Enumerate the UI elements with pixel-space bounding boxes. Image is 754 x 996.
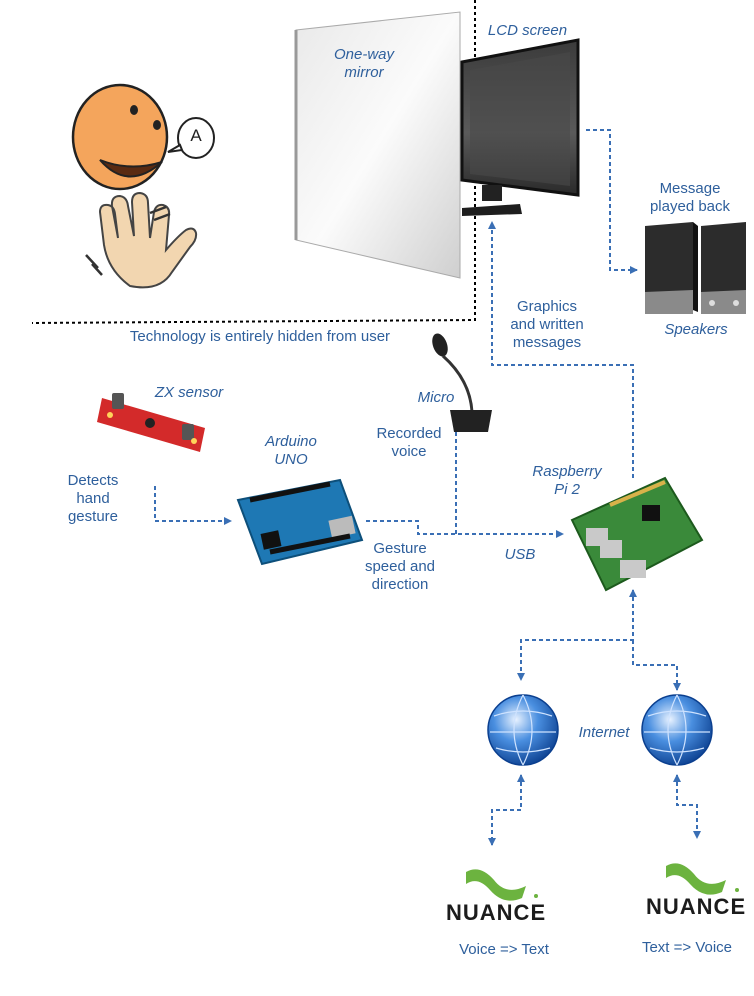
face-illustration [71,83,169,191]
connector-internet-nuance-left [488,774,525,846]
connector-internet-nuance-right [673,774,701,839]
mirror-illustration [294,11,461,279]
detects-gesture-label: Detects hand gesture [62,472,124,526]
text-to-voice-label: Text => Voice [641,939,733,956]
micro-label: Micro [417,389,455,406]
raspberry-pi-illustration [570,476,704,592]
microphone-illustration [432,333,492,432]
connector-pi-internet-right [632,640,681,691]
hidden-technology-label: Technology is entirely hidden from user [129,328,391,345]
internet-label: Internet [578,724,630,741]
gesture-speed-label: Gesture speed and direction [360,540,440,594]
gesture-label-line-3: direction [371,576,429,593]
detects-label-line-1: Detects [67,472,119,489]
graphics-label-line-2: and written [510,316,584,333]
recorded-label-line-2: voice [391,443,427,460]
usb-label: USB [504,546,536,563]
zx-sensor-illustration [97,393,205,452]
speech-bubble-illustration [167,117,215,159]
speakers-label: Speakers [664,321,728,338]
arduino-illustration [236,478,364,566]
hidden-boundary-line [31,0,476,324]
recorded-voice-label: Recorded voice [371,425,447,461]
nuance-right-logo-mark [666,863,739,895]
mirror-label-line-2: mirror [344,64,384,81]
graphics-messages-label: Graphics and written messages [505,298,589,352]
detects-label-line-2: hand [76,490,110,507]
raspberry-label-line-2: Pi 2 [554,481,580,498]
connector-pi-lcd [488,221,634,478]
graphics-label-line-1: Graphics [516,298,578,315]
lcd-monitor-illustration [460,38,580,216]
voice-to-text-label: Voice => Text [459,941,549,958]
mirror-label-line-1: One-way [334,46,395,63]
graphics-label-line-3: messages [512,334,582,351]
message-label-line-1: Message [659,180,721,197]
raspberry-pi-label: Raspberry Pi 2 [526,463,608,499]
waving-hand-illustration [85,191,198,289]
zx-sensor-label: ZX sensor [154,384,224,401]
connector-arduino-pi [366,520,564,538]
globe-left-illustration [487,694,559,766]
connector-lcd-speakers [586,129,638,274]
gesture-label-line-1: Gesture [373,540,427,557]
connector-sensor-arduino [154,486,232,525]
nuance-right-logo-text: NUANCE [646,894,747,919]
gesture-label-line-2: speed and [364,558,436,575]
arduino-label-line-1: Arduino [265,433,317,450]
arduino-label: Arduino UNO [259,433,323,469]
connector-pi-internet-left [517,589,637,681]
arduino-label-line-2: UNO [274,451,308,468]
raspberry-label-line-1: Raspberry [532,463,602,480]
mirror-label: One-way mirror [334,46,394,82]
globe-right-illustration [641,694,713,766]
recorded-label-line-1: Recorded [376,425,442,442]
lcd-screen-label: LCD screen [487,22,568,39]
message-label-line-2: played back [649,198,731,215]
nuance-left-logo-text: NUANCE [446,900,547,925]
speakers-illustration [645,222,746,314]
speech-bubble-letter: A [190,126,202,145]
message-played-back-label: Message played back [645,180,735,216]
nuance-left-logo-mark [466,869,538,901]
detects-label-line-3: gesture [67,508,119,525]
